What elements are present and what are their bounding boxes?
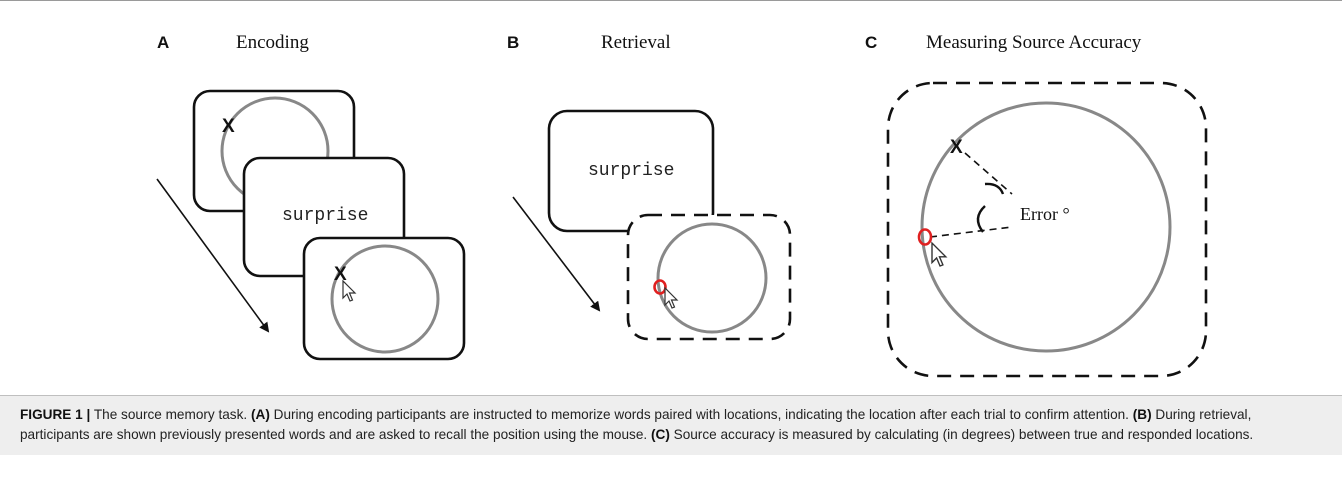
caption-text-b: During retrieval, participants are shown… — [20, 407, 1252, 442]
retrieval-word: surprise — [588, 161, 674, 181]
arrow-icon — [512, 196, 601, 312]
arrow-icon — [156, 178, 270, 333]
error-label: Error ° — [1020, 204, 1070, 224]
encoding-word: surprise — [282, 206, 368, 226]
response-location-line — [929, 226, 1013, 238]
caption-tag-b: (B) — [1132, 407, 1152, 422]
panel-c-letter: C — [865, 33, 877, 52]
caption-tag-a: (A) — [250, 407, 270, 422]
response-circle-icon — [653, 279, 667, 295]
true-location-line — [964, 152, 1013, 195]
panel-b-letter: B — [507, 33, 519, 52]
cursor-icon — [931, 241, 948, 267]
panel-b-title: Retrieval — [601, 32, 671, 53]
panel-a-title: Encoding — [236, 32, 309, 53]
panel-a: A Encoding X surprise X — [156, 32, 466, 361]
panel-b: B Retrieval surprise — [507, 32, 792, 341]
caption-text-c: Source accuracy is measured by calculati… — [673, 427, 1254, 442]
accuracy-card — [886, 81, 1208, 378]
target-x-icon: X — [950, 137, 963, 158]
caption-figure-label: FIGURE 1 — [20, 407, 83, 422]
panel-a-letter: A — [157, 33, 169, 52]
location-circle-accuracy — [920, 101, 1172, 353]
figure-caption: FIGURE 1 | The source memory task. (A) D… — [0, 395, 1342, 455]
caption-text-a: During encoding participants are instruc… — [273, 407, 1129, 422]
figure-illustration: A Encoding X surprise X B Retrieval surp… — [156, 32, 1208, 378]
angle-arc-outer — [984, 182, 1005, 195]
panel-c-title: Measuring Source Accuracy — [926, 32, 1142, 53]
target-x-icon: X — [222, 116, 235, 137]
panel-c: C Measuring Source Accuracy X Error ° — [865, 32, 1208, 378]
angle-arc-inner — [976, 205, 986, 233]
caption-tag-c: (C) — [650, 427, 670, 442]
encoding-card-front — [302, 236, 466, 361]
location-circle-front — [330, 244, 440, 354]
location-circle-retrieval — [656, 222, 768, 334]
caption-separator: | — [86, 407, 91, 422]
target-x-icon: X — [334, 264, 347, 285]
response-circle-icon — [917, 228, 933, 246]
cursor-icon — [664, 286, 679, 309]
caption-lead: The source memory task. — [93, 407, 248, 422]
cursor-icon — [342, 279, 357, 302]
